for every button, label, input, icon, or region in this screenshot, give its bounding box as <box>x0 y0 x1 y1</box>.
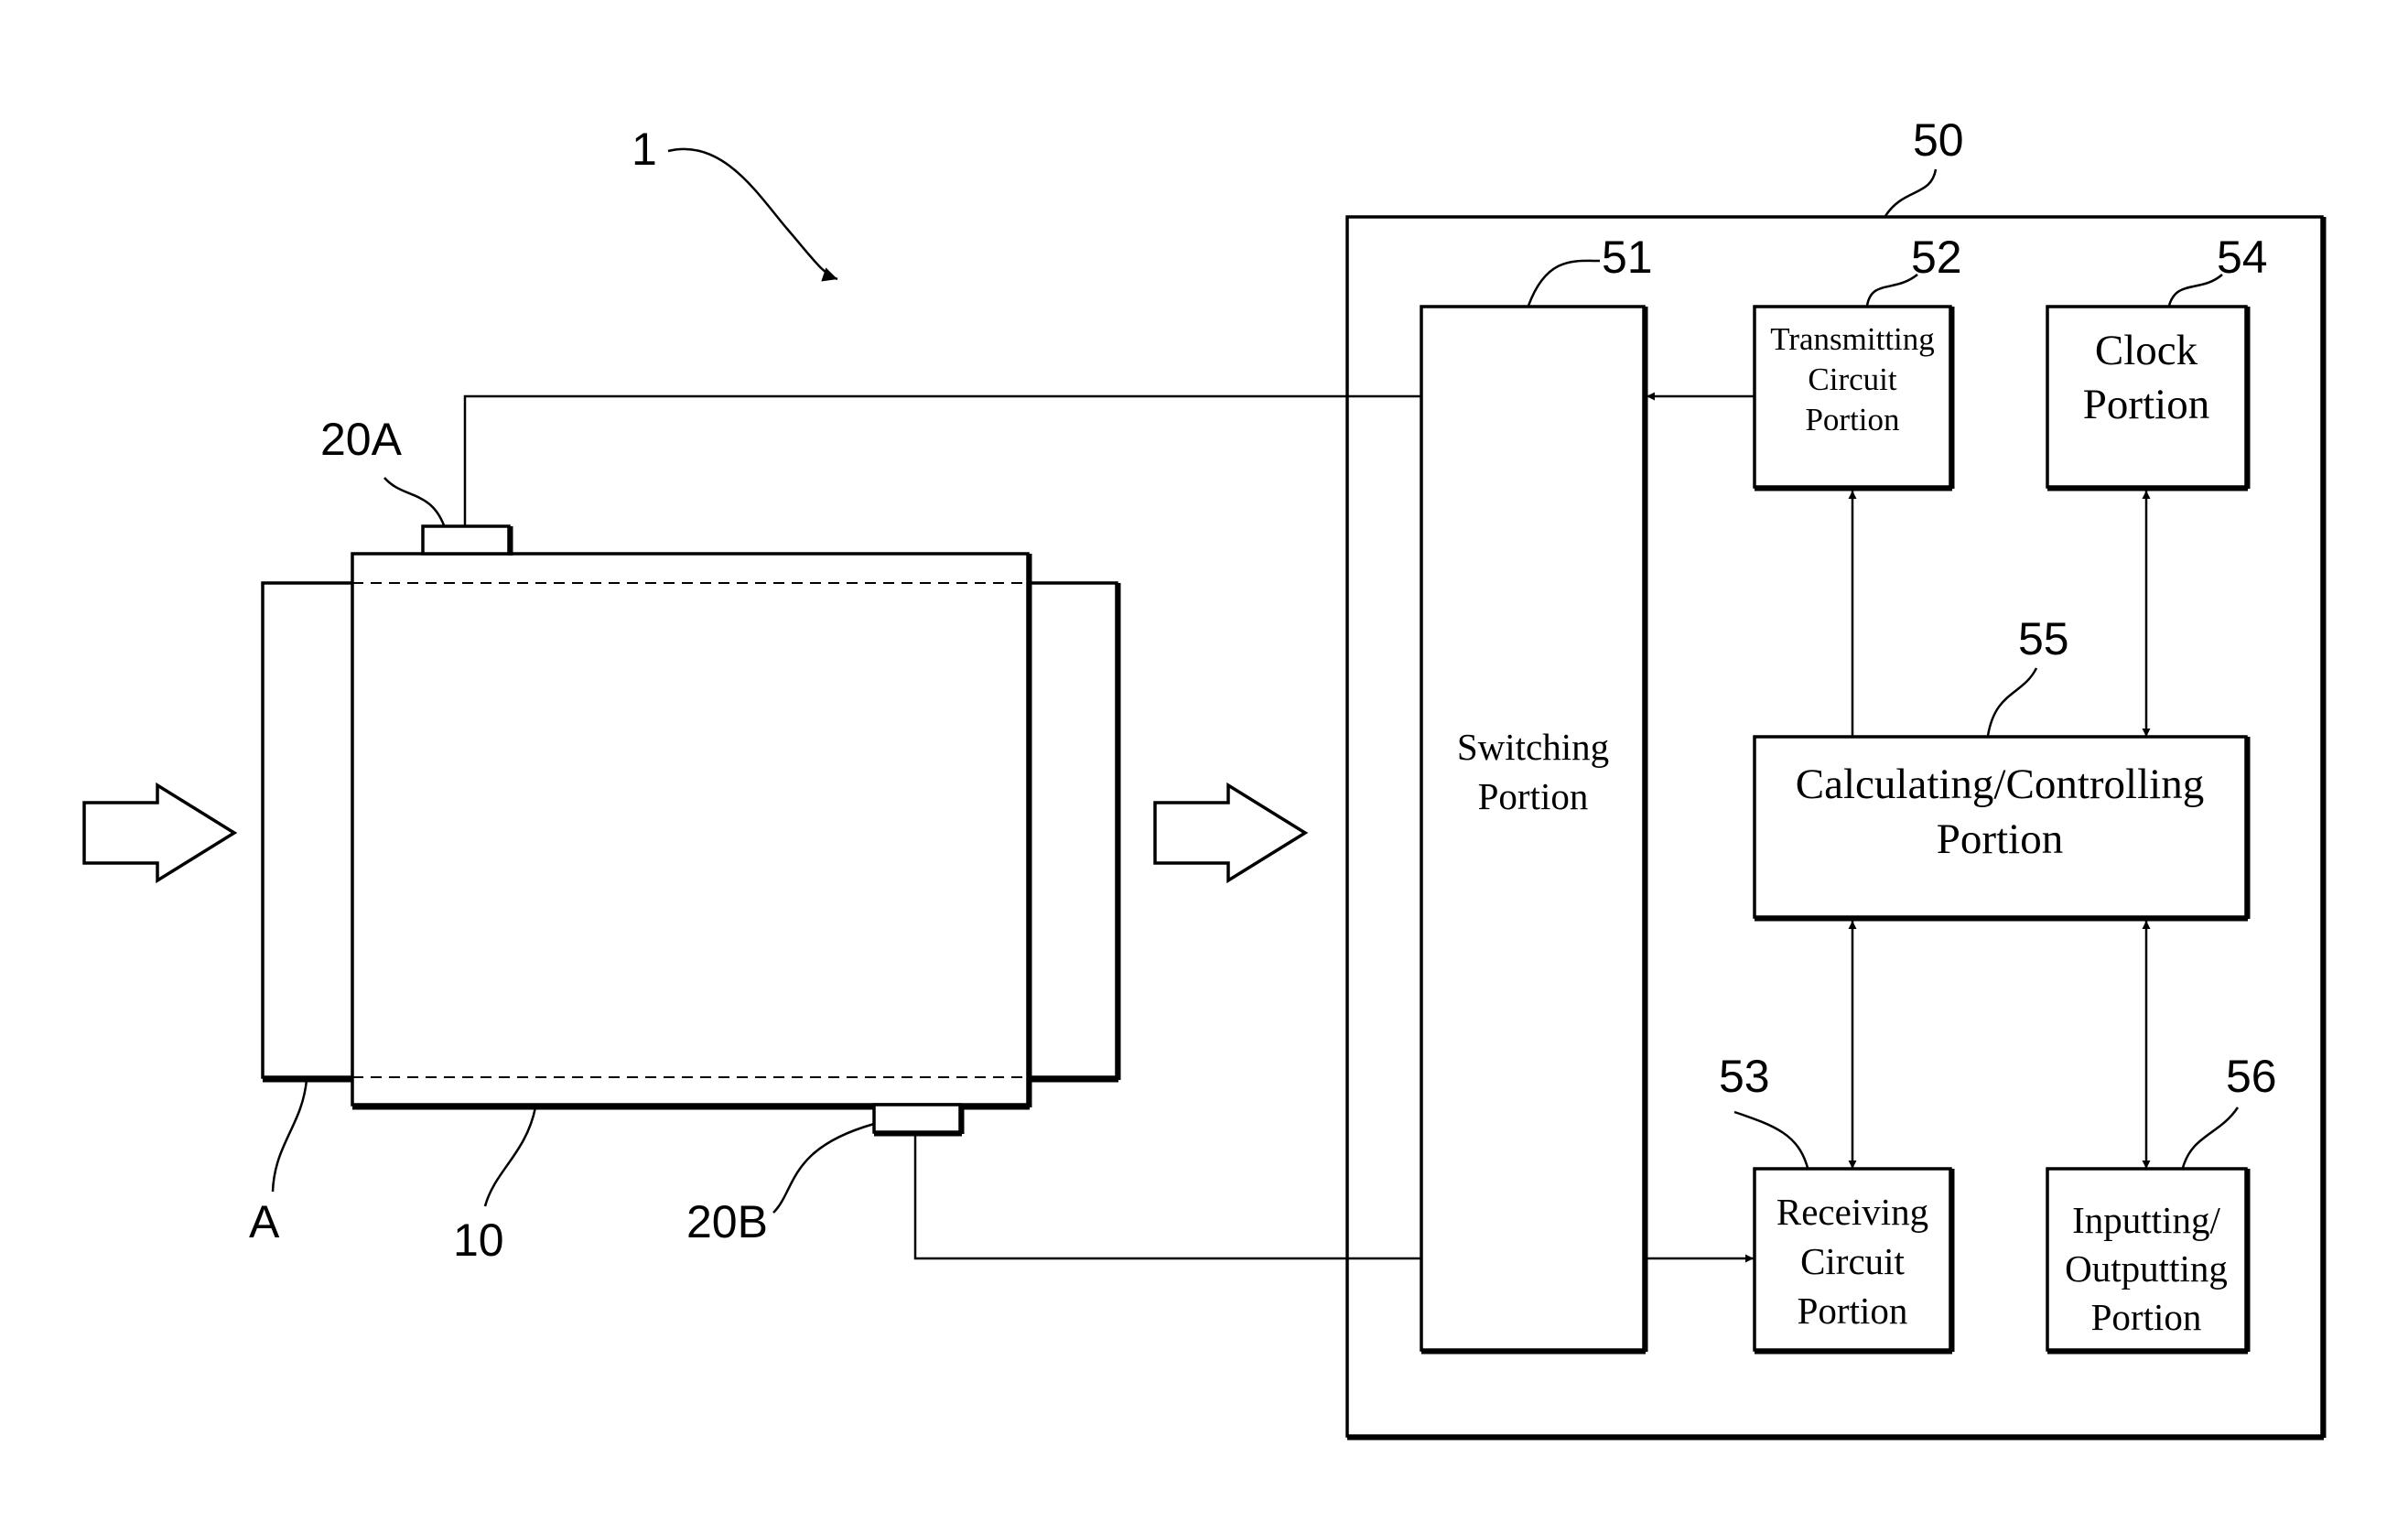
transducer-a-ref-label: 20A <box>320 414 403 465</box>
transducer-b-leader <box>773 1124 874 1213</box>
io-label-line1: Inputting/ <box>2072 1199 2220 1241</box>
pipe-assembly <box>263 526 1118 1134</box>
upstream-pipe-ref-label: A <box>249 1196 280 1247</box>
transmitting-portion-block: Transmitting Circuit Portion <box>1755 307 1952 489</box>
transducer-a-leader <box>384 478 444 525</box>
calculating-label-line2: Portion <box>1937 815 2063 863</box>
receiving-label-line3: Portion <box>1798 1290 1908 1332</box>
switching-ref-label: 51 <box>1602 232 1653 283</box>
receiving-ref-label: 53 <box>1719 1051 1770 1102</box>
outflow-arrow-icon <box>1155 785 1305 880</box>
calculating-label-line1: Calculating/Controlling <box>1796 761 2204 808</box>
measuring-tube <box>352 554 1028 1105</box>
calculating-leader <box>1988 668 2036 736</box>
wire-transducer-a <box>465 396 1421 526</box>
system-leader-line <box>668 149 837 279</box>
switching-portion-block: Switching Portion <box>1421 307 1646 1352</box>
transmitting-ref-label: 52 <box>1911 232 1962 283</box>
io-portion-block: Inputting/ Outputting Portion <box>2047 1169 2248 1352</box>
io-label-line2: Outputting <box>2065 1247 2228 1290</box>
clock-label-line2: Portion <box>2083 381 2209 428</box>
io-ref-label: 56 <box>2226 1051 2277 1102</box>
io-leader <box>2183 1107 2238 1168</box>
flow-pipe-ref-label: 10 <box>453 1215 504 1266</box>
transmitting-label-line1: Transmitting <box>1770 321 1935 357</box>
transducer-b-ref-label: 20B <box>686 1196 768 1247</box>
transducer-b <box>874 1105 960 1132</box>
switching-leader <box>1528 261 1600 306</box>
clock-portion-block: Clock Portion <box>2047 307 2248 489</box>
io-label-line3: Portion <box>2091 1296 2202 1338</box>
receiving-leader <box>1734 1112 1808 1168</box>
receiving-portion-block: Receiving Circuit Portion <box>1755 1169 1952 1352</box>
flow-pipe-leader <box>485 1107 535 1206</box>
clock-ref-label: 54 <box>2217 232 2268 283</box>
system-ref-label: 1 <box>632 124 657 175</box>
transmitting-label-line3: Portion <box>1805 402 1899 437</box>
receiving-label-line2: Circuit <box>1800 1240 1905 1282</box>
switching-label-line2: Portion <box>1478 775 1589 817</box>
controller-leader <box>1885 169 1936 216</box>
clock-leader <box>2169 275 2222 306</box>
upstream-pipe-leader <box>273 1080 307 1192</box>
wire-transducer-b <box>915 1134 1421 1258</box>
controller-ref-label: 50 <box>1913 114 1964 166</box>
transmitting-leader <box>1867 275 1917 306</box>
receiving-label-line1: Receiving <box>1776 1191 1928 1233</box>
clock-label-line1: Clock <box>2095 327 2198 374</box>
calculating-ref-label: 55 <box>2018 613 2069 664</box>
transmitting-label-line2: Circuit <box>1808 362 1896 397</box>
switching-label-line1: Switching <box>1457 726 1609 768</box>
inflow-arrow-icon <box>84 785 234 880</box>
transducer-a <box>423 526 509 554</box>
calculating-portion-block: Calculating/Controlling Portion <box>1755 737 2248 919</box>
